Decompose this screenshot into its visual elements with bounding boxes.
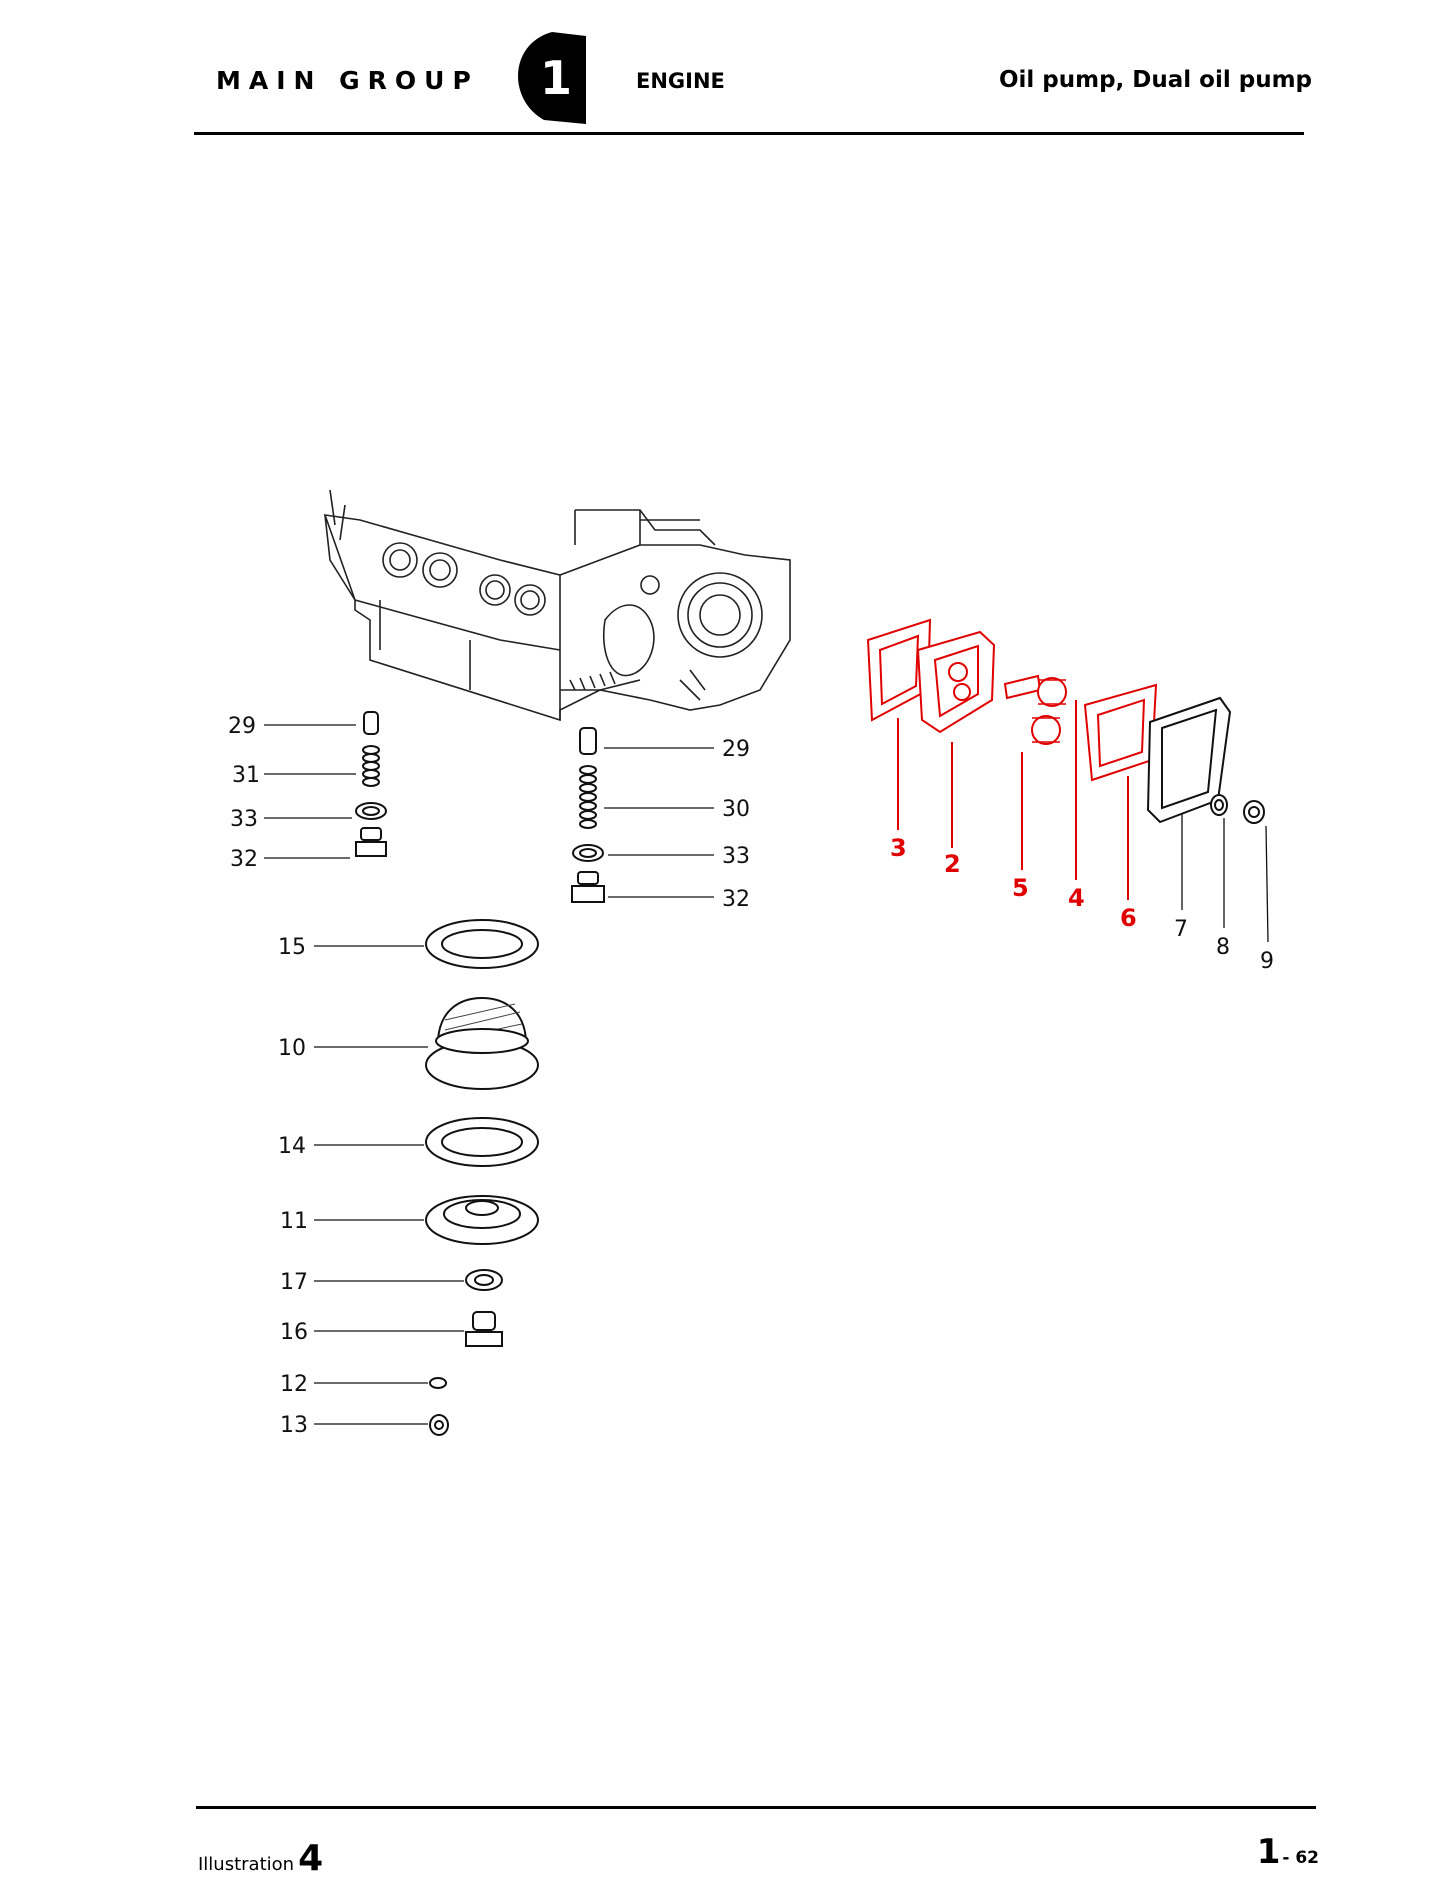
callout-mid-30: 30	[722, 797, 750, 822]
pump-housing-part	[916, 630, 996, 734]
group-number: 1	[540, 51, 572, 105]
washer-part	[465, 1269, 503, 1291]
pump-cover-part	[1146, 696, 1232, 824]
illustration-label: Illustration	[198, 1854, 295, 1875]
callout-left-33: 33	[230, 807, 258, 832]
seal-ring-part	[572, 844, 604, 862]
pump-cover-gasket-part	[1083, 683, 1158, 782]
oil-pump-black-parts	[1146, 696, 1265, 824]
spring-part	[579, 765, 597, 829]
callout-left-31: 31	[232, 763, 260, 788]
callout-labels: 29 31 33 32 29 30 33 32 15 10 14 11 17 1…	[228, 714, 1274, 1438]
callout-6: 6	[1120, 904, 1137, 932]
cover-washer-part	[1210, 794, 1228, 816]
relief-valve-stack-middle	[571, 727, 605, 903]
callout-4: 4	[1068, 884, 1085, 912]
plug-part	[571, 871, 605, 903]
header-rule	[194, 132, 1304, 135]
callout-mid-32: 32	[722, 887, 750, 912]
callout-mid-29: 29	[722, 737, 750, 762]
section-label: ENGINE	[636, 69, 725, 93]
callout-15: 15	[278, 935, 306, 960]
callout-5: 5	[1012, 874, 1029, 902]
callout-11: 11	[280, 1209, 308, 1234]
callout-8: 8	[1216, 935, 1230, 960]
seal-ring-part	[355, 802, 387, 820]
pump-gears-part	[1003, 674, 1067, 745]
spring-part	[362, 745, 380, 787]
group-number-badge: 1	[518, 32, 586, 124]
callout-left-32: 32	[230, 847, 258, 872]
oil-strainer-stack	[425, 919, 539, 1436]
pump-gasket-part	[866, 618, 932, 722]
page-minor: - 62	[1282, 1848, 1319, 1868]
leader-lines	[264, 700, 1269, 1425]
cover-nut-part	[1243, 800, 1265, 824]
callout-10: 10	[278, 1036, 306, 1061]
drain-plug-part	[465, 1311, 503, 1347]
relief-valve-stack-left	[355, 711, 387, 857]
callout-9: 9	[1260, 949, 1274, 974]
callout-mid-33: 33	[722, 844, 750, 869]
gasket-part	[425, 1117, 539, 1167]
callout-14: 14	[278, 1134, 306, 1159]
gasket-part	[425, 919, 539, 969]
cover-plate-part	[425, 1195, 539, 1245]
plunger-part	[579, 727, 597, 755]
plunger-part	[363, 711, 379, 735]
callout-16: 16	[280, 1320, 308, 1345]
main-group-heading: MAIN GROUP	[216, 66, 479, 95]
washer-small-part	[429, 1377, 447, 1389]
callout-13: 13	[280, 1413, 308, 1438]
callout-2: 2	[944, 850, 961, 878]
callout-12: 12	[280, 1372, 308, 1397]
engine-block-drawing	[323, 489, 791, 722]
page-title: Oil pump, Dual oil pump	[998, 67, 1312, 93]
strainer-part	[425, 996, 539, 1090]
page-number: 1- 62	[1257, 1832, 1319, 1872]
illustration-number: 4	[298, 1838, 324, 1879]
callout-3: 3	[890, 834, 907, 862]
callout-17: 17	[280, 1270, 308, 1295]
plug-part	[355, 827, 387, 857]
callout-left-29: 29	[228, 714, 256, 739]
oil-pump-red-parts	[866, 618, 1158, 782]
callout-7: 7	[1174, 917, 1188, 942]
nut-part	[429, 1414, 449, 1436]
page-major: 1	[1256, 1832, 1281, 1872]
footer-rule	[196, 1806, 1316, 1809]
